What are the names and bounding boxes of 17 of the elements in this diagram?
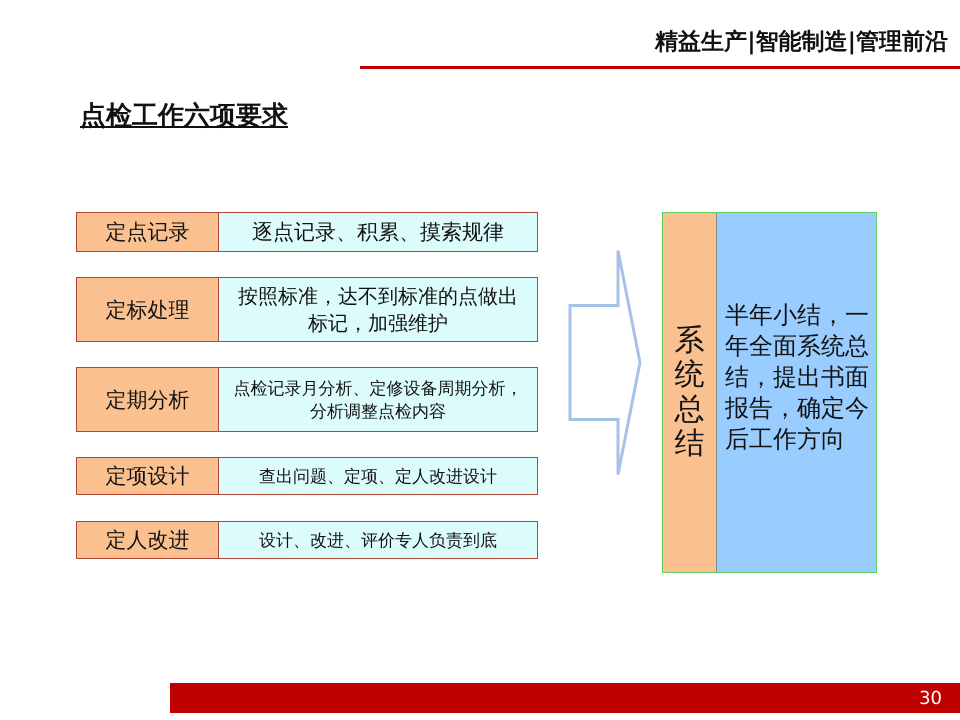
header-tagline: 精益生产|智能制造|管理前沿 [655, 28, 948, 57]
summary-box [662, 212, 877, 573]
label-box: 定标处理 [76, 277, 219, 342]
description-box: 按照标准，达不到标准的点做出标记，加强维护 [218, 277, 538, 342]
description-box: 点检记录月分析、定修设备周期分析，分析调整点检内容 [218, 367, 538, 432]
description-box: 逐点记录、积累、摸索规律 [218, 212, 538, 252]
label-box: 定人改进 [76, 521, 219, 559]
summary-text-box: 半年小结，一年全面系统总结，提出书面报告，确定今后工作方向 [717, 213, 876, 572]
block-arrow [568, 249, 642, 476]
description-box: 查出问题、定项、定人改进设计 [218, 457, 538, 495]
slide-title: 点检工作六项要求 [80, 100, 288, 133]
label-box: 定期分析 [76, 367, 219, 432]
label-box: 定点记录 [76, 212, 219, 252]
heading-box: 系统总结 [663, 213, 717, 572]
page-number: 30 [919, 688, 942, 709]
description-box: 设计、改进、评价专人负责到底 [218, 521, 538, 559]
label-box: 定项设计 [76, 457, 219, 495]
